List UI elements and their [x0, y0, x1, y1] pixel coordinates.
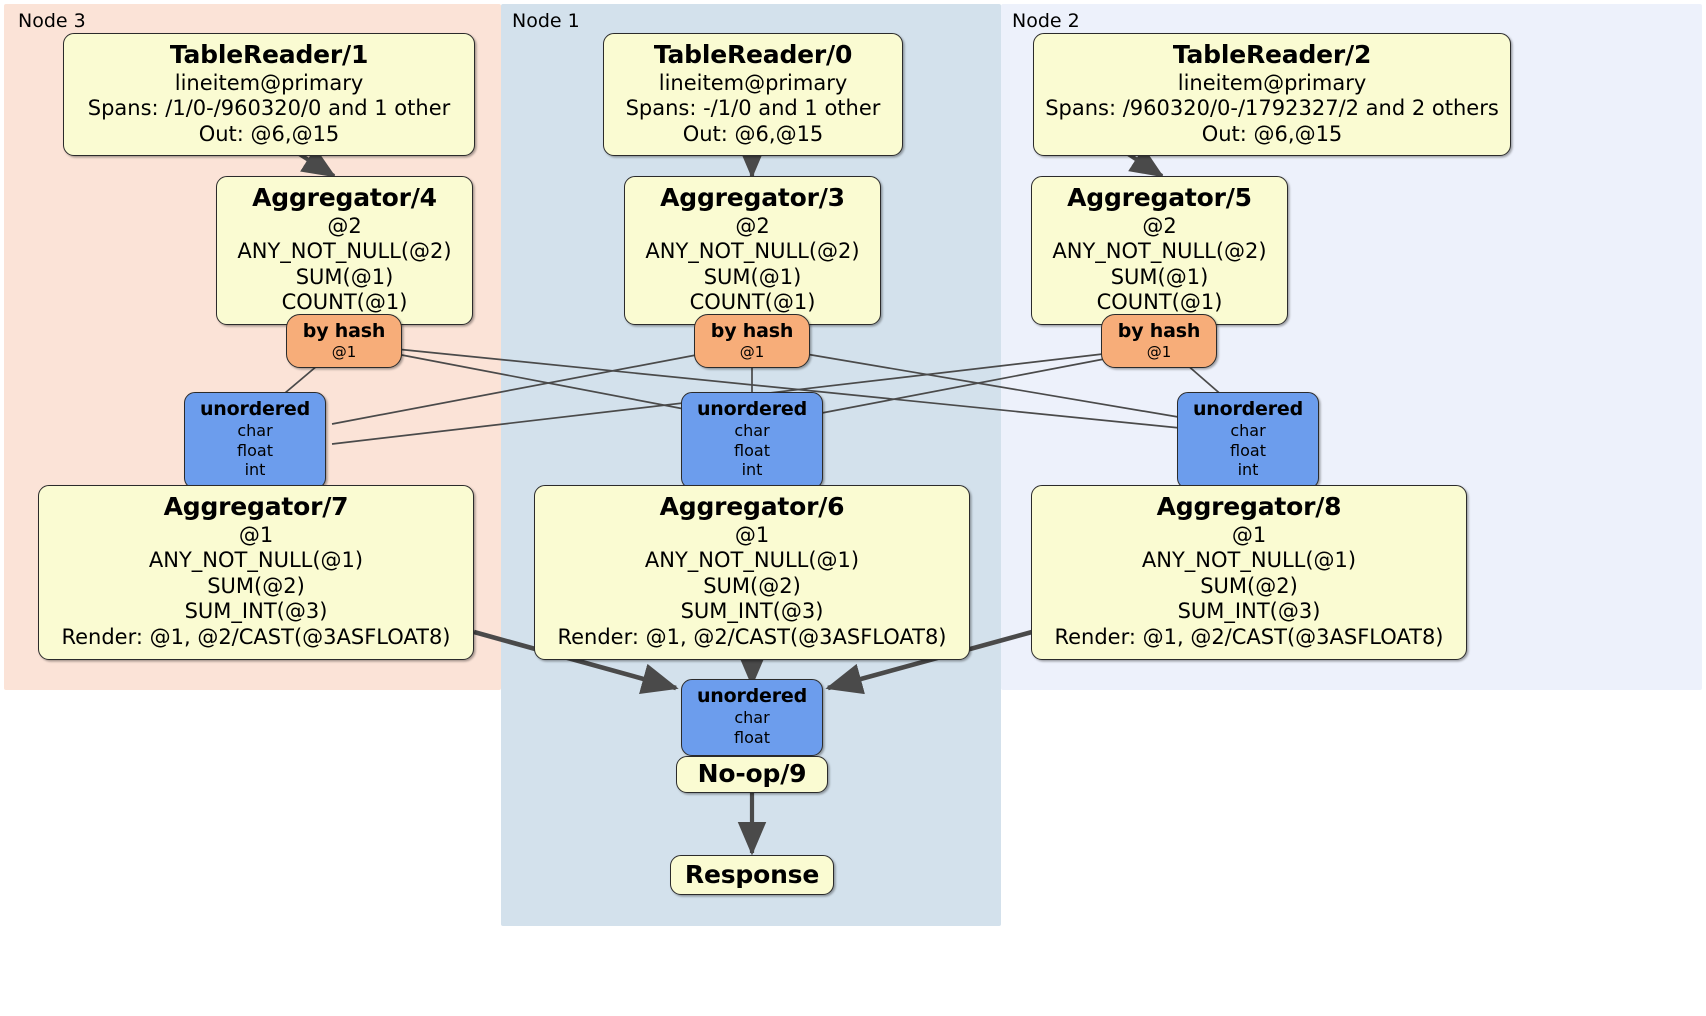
node-detail-line: COUNT(@1)	[1096, 290, 1223, 315]
node-title: Aggregator/6	[659, 492, 845, 521]
sync-unordered-node-2[interactable]: unordered char float int	[1177, 392, 1319, 489]
node-detail-line: @2	[327, 213, 362, 238]
node-detail-line: SUM(@2)	[703, 573, 801, 598]
node-title: Response	[684, 859, 820, 889]
node-detail-line: @1	[238, 522, 274, 547]
node-aggregator-5[interactable]: Aggregator/5 @2 ANY_NOT_NULL(@2) SUM(@1)…	[1031, 176, 1288, 325]
node-detail-line: Out: @6,@15	[1201, 121, 1343, 146]
node-title: Aggregator/7	[163, 492, 349, 521]
node-detail-line: @2	[1142, 213, 1177, 238]
node-detail-line: @2	[735, 213, 770, 238]
node-title: TableReader/2	[1172, 40, 1372, 69]
node-detail-line: ANY_NOT_NULL(@1)	[148, 548, 364, 573]
node-detail-line: Render: @1, @2/CAST(@3ASFLOAT8)	[557, 624, 947, 649]
sync-unordered-node-3[interactable]: unordered char float int	[184, 392, 326, 489]
sync-type-line: float	[1230, 440, 1266, 460]
node-detail-line: Out: @6,@15	[198, 121, 340, 146]
node-detail-line: Render: @1, @2/CAST(@3ASFLOAT8)	[1054, 624, 1444, 649]
node-title: TableReader/1	[169, 40, 369, 69]
node-title: TableReader/0	[653, 40, 853, 69]
region-label-node-1: Node 1	[512, 10, 580, 32]
node-detail-line: SUM(@1)	[1110, 264, 1209, 289]
node-detail-line: SUM(@1)	[295, 264, 394, 289]
node-detail-line: lineitem@primary	[658, 70, 848, 95]
node-title: No-op/9	[697, 759, 807, 789]
router-title: by hash	[1117, 320, 1201, 342]
node-detail-line: Spans: /960320/0-/1792327/2 and 2 others	[1045, 96, 1499, 121]
node-title: Aggregator/3	[660, 183, 845, 212]
sync-type-line: int	[741, 460, 763, 480]
node-detail-line: SUM(@2)	[207, 573, 305, 598]
node-detail-line: ANY_NOT_NULL(@2)	[645, 239, 860, 264]
node-aggregator-6[interactable]: Aggregator/6 @1 ANY_NOT_NULL(@1) SUM(@2)…	[534, 485, 970, 660]
node-no-op-9[interactable]: No-op/9	[676, 756, 828, 793]
node-detail-line: SUM_INT(@3)	[184, 599, 328, 624]
region-label-node-3: Node 3	[18, 10, 86, 32]
sync-unordered-node-1[interactable]: unordered char float int	[681, 392, 823, 489]
node-detail-line: ANY_NOT_NULL(@1)	[1141, 548, 1357, 573]
node-tablereader-0[interactable]: TableReader/0 lineitem@primary Spans: -/…	[603, 33, 903, 157]
node-detail-line: ANY_NOT_NULL(@1)	[644, 548, 860, 573]
node-title: Aggregator/4	[252, 183, 437, 212]
node-detail-line: SUM(@1)	[703, 264, 802, 289]
sync-unordered-final[interactable]: unordered char float	[681, 679, 823, 757]
sync-type-line: float	[734, 727, 770, 747]
router-detail-line: @1	[1146, 343, 1172, 362]
node-detail-line: COUNT(@1)	[689, 290, 816, 315]
node-detail-line: @1	[734, 522, 770, 547]
sync-type-line: char	[1230, 421, 1266, 441]
router-title: by hash	[710, 320, 794, 342]
node-detail-line: SUM(@2)	[1200, 573, 1298, 598]
sync-type-line: char	[734, 708, 770, 728]
sync-type-line: char	[237, 421, 273, 441]
node-aggregator-3[interactable]: Aggregator/3 @2 ANY_NOT_NULL(@2) SUM(@1)…	[624, 176, 881, 325]
sync-type-line: int	[244, 460, 266, 480]
sync-title: unordered	[1192, 398, 1304, 420]
router-by-hash-node-3[interactable]: by hash @1	[286, 314, 402, 369]
router-title: by hash	[302, 320, 386, 342]
router-detail-line: @1	[331, 343, 357, 362]
node-detail-line: Spans: -/1/0 and 1 other	[625, 96, 881, 121]
node-detail-line: SUM_INT(@3)	[1177, 599, 1321, 624]
node-detail-line: lineitem@primary	[1177, 70, 1367, 95]
node-detail-line: ANY_NOT_NULL(@2)	[1052, 239, 1267, 264]
node-detail-line: SUM_INT(@3)	[680, 599, 824, 624]
node-detail-line: ANY_NOT_NULL(@2)	[237, 239, 452, 264]
node-detail-line: Out: @6,@15	[682, 121, 824, 146]
router-detail-line: @1	[739, 343, 765, 362]
sync-type-line: float	[734, 440, 770, 460]
sync-type-line: float	[237, 440, 273, 460]
node-tablereader-2[interactable]: TableReader/2 lineitem@primary Spans: /9…	[1033, 33, 1511, 157]
sync-title: unordered	[199, 398, 311, 420]
node-detail-line: COUNT(@1)	[281, 290, 408, 315]
node-detail-line: lineitem@primary	[174, 70, 364, 95]
node-title: Aggregator/8	[1156, 492, 1342, 521]
node-detail-line: Spans: /1/0-/960320/0 and 1 other	[87, 96, 451, 121]
node-tablereader-1[interactable]: TableReader/1 lineitem@primary Spans: /1…	[63, 33, 475, 157]
node-aggregator-7[interactable]: Aggregator/7 @1 ANY_NOT_NULL(@1) SUM(@2)…	[38, 485, 474, 660]
node-detail-line: @1	[1231, 522, 1267, 547]
region-label-node-2: Node 2	[1012, 10, 1080, 32]
node-aggregator-8[interactable]: Aggregator/8 @1 ANY_NOT_NULL(@1) SUM(@2)…	[1031, 485, 1467, 660]
node-title: Aggregator/5	[1067, 183, 1252, 212]
sync-title: unordered	[696, 685, 808, 707]
node-response[interactable]: Response	[670, 855, 834, 895]
node-aggregator-4[interactable]: Aggregator/4 @2 ANY_NOT_NULL(@2) SUM(@1)…	[216, 176, 473, 325]
router-by-hash-node-2[interactable]: by hash @1	[1101, 314, 1217, 369]
sync-type-line: int	[1237, 460, 1259, 480]
router-by-hash-node-1[interactable]: by hash @1	[694, 314, 810, 369]
node-detail-line: Render: @1, @2/CAST(@3ASFLOAT8)	[61, 624, 451, 649]
sync-type-line: char	[734, 421, 770, 441]
sync-title: unordered	[696, 398, 808, 420]
